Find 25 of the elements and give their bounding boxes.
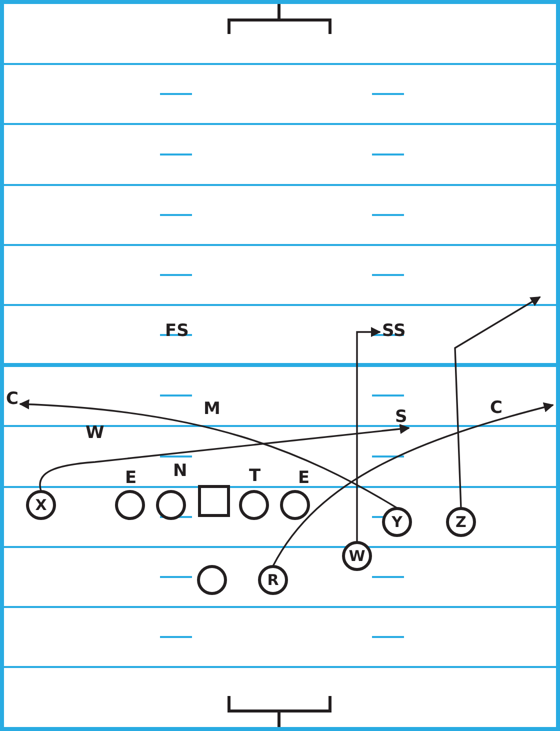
- player-circle: R: [258, 565, 288, 595]
- lineman-circle: [197, 565, 227, 595]
- route-arrow: [356, 326, 382, 542]
- route-arrow: [454, 296, 541, 508]
- route-arrow: [272, 402, 554, 566]
- defender-label: C: [6, 390, 18, 408]
- defender-label: N: [173, 462, 188, 480]
- defender-label: W: [86, 424, 104, 442]
- lineman-circle: [280, 490, 310, 520]
- player-circle: X: [26, 490, 56, 520]
- player-circle: Y: [382, 507, 412, 537]
- defender-label: S: [395, 408, 408, 426]
- center-square: [198, 485, 230, 517]
- lineman-circle: [239, 490, 269, 520]
- defender-label: E: [125, 470, 137, 486]
- player-circle: W: [342, 541, 372, 571]
- defender-label: T: [249, 468, 261, 484]
- lineman-circle: [115, 490, 145, 520]
- route-arrow: [18, 399, 398, 509]
- defender-label: E: [298, 470, 310, 486]
- player-circle: Z: [446, 507, 476, 537]
- defender-label: M: [204, 400, 220, 418]
- route-arrow: [39, 424, 410, 492]
- defender-label: C: [490, 400, 502, 416]
- lineman-circle: [156, 490, 186, 520]
